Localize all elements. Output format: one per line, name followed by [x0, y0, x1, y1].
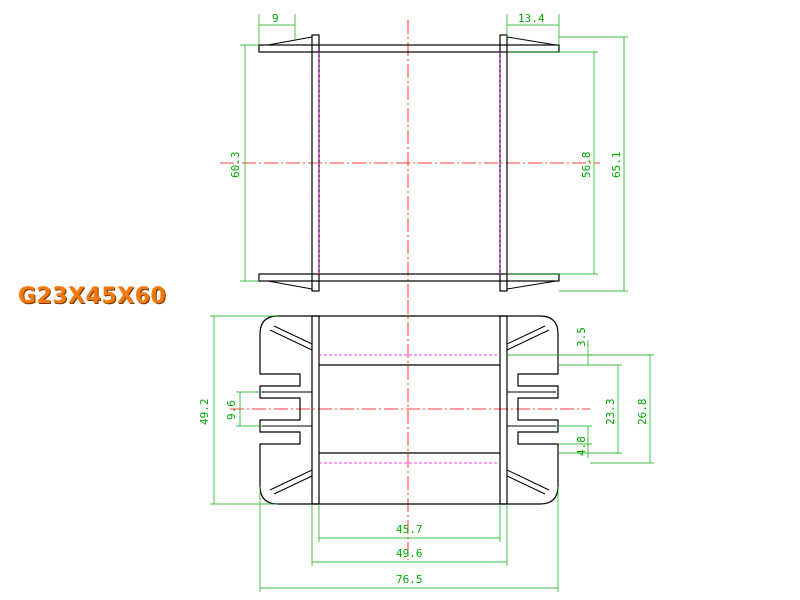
- rib-tr2: [506, 325, 546, 345]
- rib-bl: [269, 469, 313, 491]
- part-title: G23X45X60: [18, 284, 167, 309]
- top-lower-flange: [258, 273, 560, 282]
- dim-765-text: 76.5: [396, 573, 423, 586]
- rib-br: [506, 469, 550, 491]
- dim-492-text: 49.2: [198, 399, 211, 426]
- dim-35-text: 3.5: [575, 327, 588, 347]
- top-view: 9 13.4 60.3 56.8 65.1: [220, 12, 628, 300]
- dim-651-text: 65.1: [610, 152, 623, 179]
- bottom-view: 49.2 9.6 3.5 4.8 23.3 26.8 45.7 49.6: [198, 300, 654, 592]
- bottom-outer-body: [259, 315, 559, 505]
- dim-134-text: 13.4: [518, 12, 545, 25]
- dim-568-text: 56.8: [580, 152, 593, 179]
- rib-bl2: [273, 475, 313, 495]
- rib-tl: [269, 329, 313, 351]
- top-left-taper-top: [267, 36, 313, 46]
- bottom-right-post: [499, 315, 508, 505]
- rib-br2: [506, 475, 546, 495]
- bottom-left-post: [311, 315, 320, 505]
- top-right-taper-top: [506, 36, 557, 46]
- rib-tr: [506, 329, 550, 351]
- rib-tl2: [273, 325, 313, 345]
- dim-268-text: 26.8: [636, 399, 649, 426]
- dim-496-text: 49.6: [396, 547, 423, 560]
- dim-9-text: 9: [272, 12, 279, 25]
- top-left-taper-bottom: [267, 280, 313, 290]
- dim-457-text: 45.7: [396, 523, 423, 536]
- dim-233-text: 23.3: [604, 399, 617, 426]
- top-upper-flange: [258, 44, 560, 53]
- dim-96-text: 9.6: [225, 400, 238, 420]
- dim-603-text: 60.3: [229, 152, 242, 179]
- top-right-taper-bottom: [506, 280, 557, 290]
- dim-48-text: 4.8: [575, 436, 588, 456]
